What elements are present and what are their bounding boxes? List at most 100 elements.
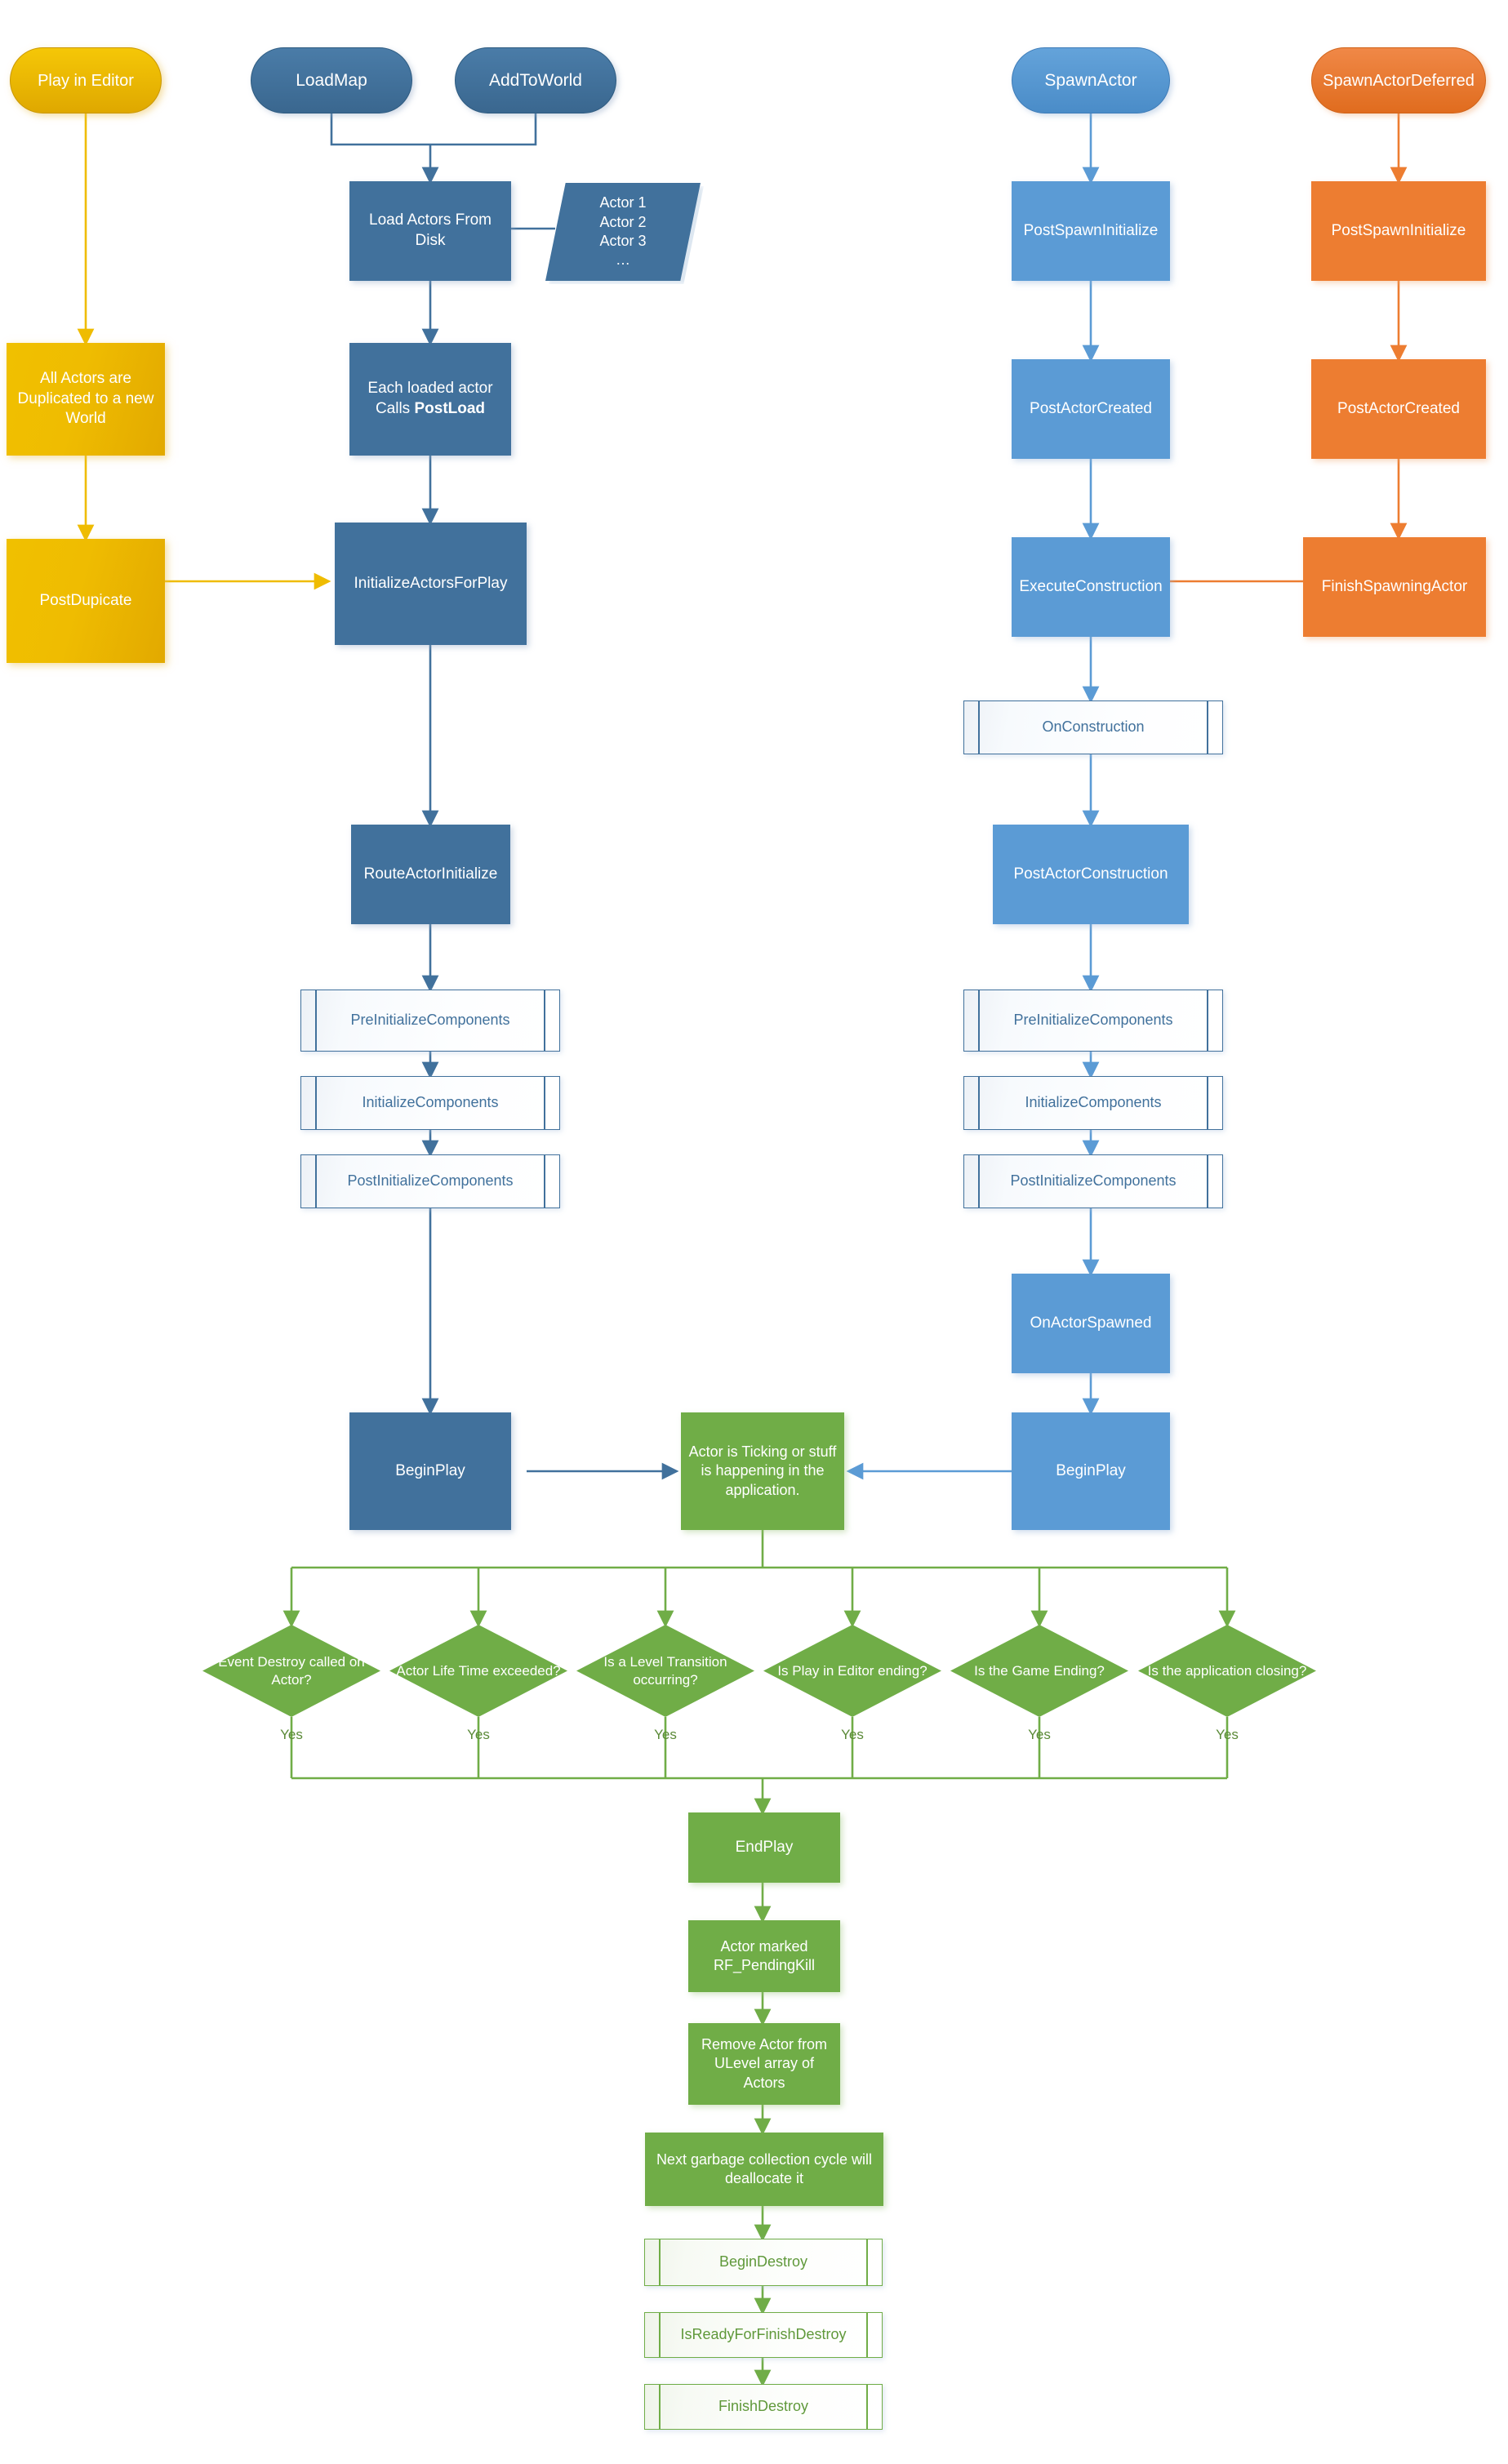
predefined-bar-left [978,1155,980,1208]
predefined-bar-right [866,2239,868,2285]
play-in-editor-label: Play in Editor [38,71,134,90]
decision-label: Is Play in Editor ending? [777,1662,927,1679]
on-actor-spawned-label: OnActorSpawned [1030,1314,1152,1332]
decision-label: Event Destroy called on Actor? [218,1654,365,1688]
is-ready-for-finish-destroy-label: IsReadyForFinishDestroy [680,2326,847,2343]
process-post-actor-created-orange[interactable]: PostActorCreated [1311,359,1486,459]
predefined-bar-left [315,990,317,1051]
predefined-post-initialize-components-right[interactable]: PostInitializeComponents [963,1154,1223,1208]
decision-label: Is the application closing? [1147,1662,1307,1679]
predefined-bar-right [544,990,545,1051]
terminator-spawn-actor-deferred[interactable]: SpawnActorDeferred [1311,47,1486,113]
finish-destroy-label: FinishDestroy [718,2398,809,2415]
terminator-play-in-editor[interactable]: Play in Editor [10,47,162,113]
terminator-load-map[interactable]: LoadMap [251,47,412,113]
predefined-on-construction[interactable]: OnConstruction [963,701,1223,754]
yes-label-application-closing: Yes [1216,1727,1239,1742]
process-begin-play-right[interactable]: BeginPlay [1012,1412,1170,1530]
postload-line1: Each loaded actor [367,380,493,398]
predefined-initialize-components-right[interactable]: InitializeComponents [963,1076,1223,1130]
initialize-actors-for-play-label: InitializeActorsForPlay [354,574,508,592]
process-duplicate-actors[interactable]: All Actors are Duplicated to a new World [7,343,165,456]
yes-label-level-transition: Yes [654,1727,677,1742]
duplicate-actors-label: All Actors are Duplicated to a new World [17,369,154,428]
decision-actor-life-time[interactable]: Actor Life Time exceeded? [389,1625,567,1717]
decision-game-ending[interactable]: Is the Game Ending? [950,1625,1128,1717]
yes-label-event-destroy: Yes [280,1727,303,1742]
predefined-pre-initialize-components-right[interactable]: PreInitializeComponents [963,990,1223,1052]
predefined-post-initialize-components-left[interactable]: PostInitializeComponents [300,1154,560,1208]
data-actor-list[interactable]: Actor 1 Actor 2 Actor 3 … [545,183,701,281]
begin-destroy-label: BeginDestroy [718,2253,808,2271]
post-actor-construction-label: PostActorConstruction [1013,865,1168,883]
predefined-bar-left [659,2385,661,2429]
predefined-is-ready-for-finish-destroy[interactable]: IsReadyForFinishDestroy [644,2312,883,2358]
process-garbage-collection[interactable]: Next garbage collection cycle will deall… [645,2133,883,2206]
load-actors-label: Load Actors From Disk [369,211,492,249]
process-remove-actor-from-ulevel[interactable]: Remove Actor from ULevel array of Actors [688,2023,840,2105]
decision-level-transition[interactable]: Is a Level Transition occurring? [576,1625,754,1717]
postload-line2: Calls [375,400,415,417]
process-route-actor-initialize[interactable]: RouteActorInitialize [351,825,510,924]
process-post-actor-construction[interactable]: PostActorConstruction [993,825,1189,924]
yes-label-play-in-editor-ending: Yes [841,1727,864,1742]
predefined-bar-left [315,1155,317,1208]
predefined-bar-right [544,1077,545,1129]
on-construction-label: OnConstruction [1042,718,1145,736]
garbage-collection-label: Next garbage collection cycle will deall… [656,2150,873,2186]
decision-event-destroy[interactable]: Event Destroy called on Actor? [202,1625,380,1717]
postload-label: Each loaded actor Calls PostLoad [367,379,492,419]
predefined-bar-right [866,2385,868,2429]
process-end-play[interactable]: EndPlay [688,1812,840,1883]
predefined-bar-left [978,701,980,754]
begin-play-left-label: BeginPlay [395,1461,465,1479]
pending-kill-label: Actor marked RF_PendingKill [713,1937,816,1973]
predefined-pre-initialize-components-left[interactable]: PreInitializeComponents [300,990,560,1052]
decision-label: Actor Life Time exceeded? [396,1662,561,1679]
pre-initialize-components-label: PreInitializeComponents [350,1012,510,1029]
predefined-bar-left [659,2313,661,2357]
end-play-label: EndPlay [735,1838,794,1856]
process-initialize-actors-for-play[interactable]: InitializeActorsForPlay [335,523,527,645]
pre-initialize-components-label: PreInitializeComponents [1013,1012,1173,1029]
post-actor-created-label: PostActorCreated [1030,399,1152,417]
predefined-bar-right [866,2313,868,2357]
process-finish-spawning-actor[interactable]: FinishSpawningActor [1303,537,1486,637]
process-load-actors-from-disk[interactable]: Load Actors From Disk [349,181,511,281]
decision-play-in-editor-ending[interactable]: Is Play in Editor ending? [763,1625,941,1717]
process-post-spawn-initialize-orange[interactable]: PostSpawnInitialize [1311,181,1486,281]
yes-label-game-ending: Yes [1028,1727,1051,1742]
decision-application-closing[interactable]: Is the application closing? [1138,1625,1316,1717]
process-post-spawn-initialize-blue[interactable]: PostSpawnInitialize [1012,181,1170,281]
predefined-bar-left [315,1077,317,1129]
process-post-duplicate[interactable]: PostDupicate [7,539,165,663]
process-post-actor-created-blue[interactable]: PostActorCreated [1012,359,1170,459]
predefined-begin-destroy[interactable]: BeginDestroy [644,2239,883,2286]
process-begin-play-left[interactable]: BeginPlay [349,1412,511,1530]
predefined-bar-right [1207,1155,1208,1208]
actor-ticking-label: Actor is Ticking or stuff is happening i… [688,1443,837,1498]
terminator-spawn-actor[interactable]: SpawnActor [1012,47,1170,113]
spawn-actor-label: SpawnActor [1044,70,1137,90]
process-execute-construction[interactable]: ExecuteConstruction [1012,537,1170,637]
begin-play-right-label: BeginPlay [1056,1461,1126,1479]
process-actor-marked-pending-kill[interactable]: Actor marked RF_PendingKill [688,1920,840,1992]
predefined-bar-left [978,990,980,1051]
predefined-bar-left [978,1077,980,1129]
decision-label: Is the Game Ending? [974,1662,1105,1679]
post-spawn-initialize-label: PostSpawnInitialize [1023,221,1159,239]
actor-list-label: Actor 1 Actor 2 Actor 3 … [599,194,647,269]
post-actor-created-label: PostActorCreated [1337,399,1460,417]
terminator-add-to-world[interactable]: AddToWorld [455,47,616,113]
predefined-bar-right [1207,1077,1208,1129]
predefined-initialize-components-left[interactable]: InitializeComponents [300,1076,560,1130]
process-actor-ticking[interactable]: Actor is Ticking or stuff is happening i… [681,1412,844,1530]
spawn-actor-deferred-label: SpawnActorDeferred [1323,71,1475,90]
route-actor-initialize-label: RouteActorInitialize [363,865,498,883]
process-each-loaded-actor-postload[interactable]: Each loaded actor Calls PostLoad [349,343,511,456]
process-on-actor-spawned[interactable]: OnActorSpawned [1012,1274,1170,1373]
execute-construction-label: ExecuteConstruction [1019,577,1163,595]
predefined-finish-destroy[interactable]: FinishDestroy [644,2384,883,2430]
predefined-bar-right [544,1155,545,1208]
